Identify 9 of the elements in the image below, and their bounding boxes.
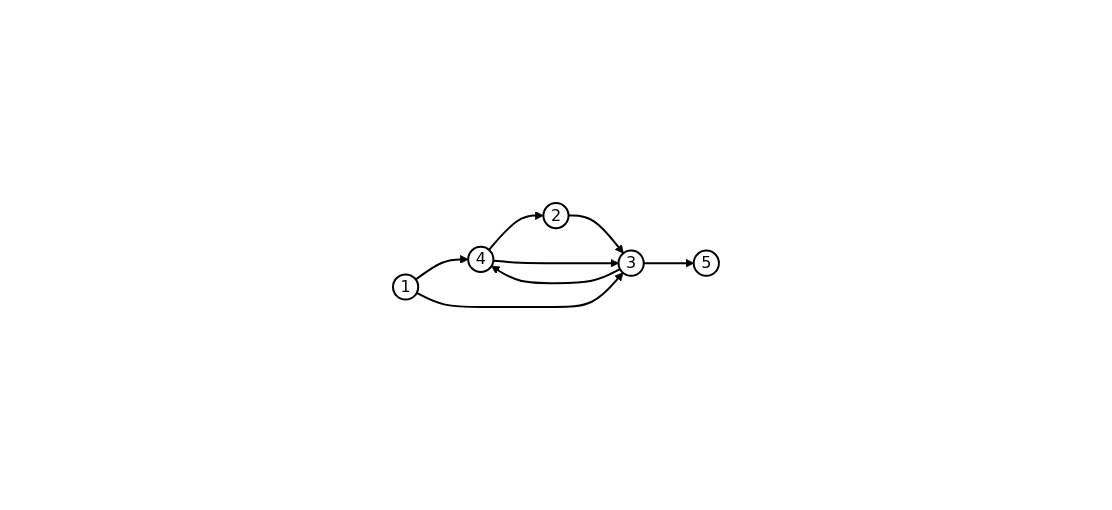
node-circle: 2 <box>542 202 570 230</box>
node-circle: 3 <box>617 249 645 277</box>
node-circle: 1 <box>392 273 420 301</box>
arrow <box>415 272 624 308</box>
arrow <box>491 265 622 285</box>
arrow <box>414 255 469 281</box>
arrow <box>488 211 544 251</box>
node-circle: 4 <box>467 245 495 273</box>
node-circle: 5 <box>692 249 720 277</box>
